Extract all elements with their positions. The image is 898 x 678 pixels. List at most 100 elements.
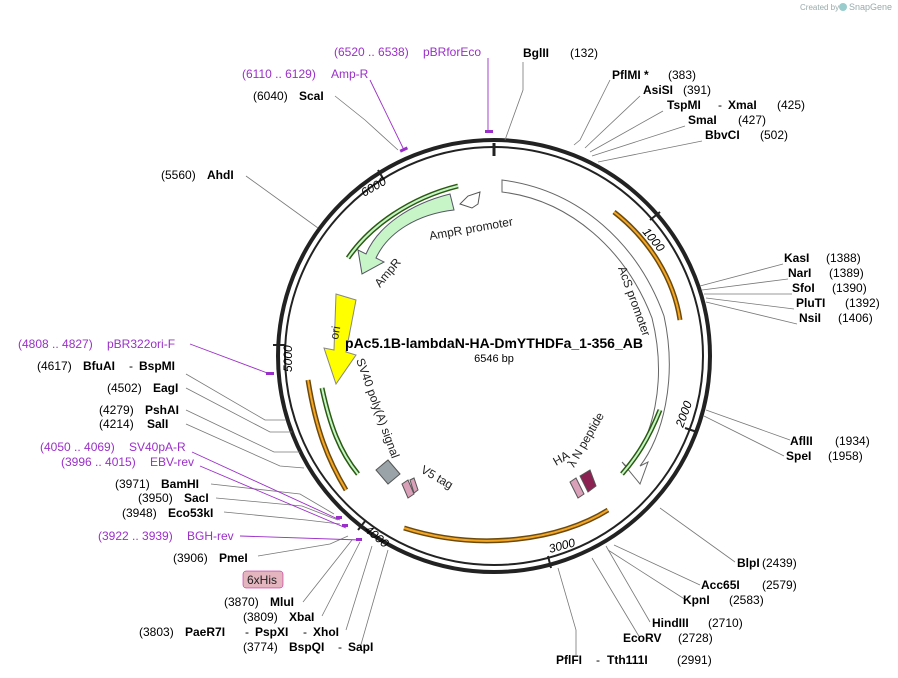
site-bamhi[interactable]: (3971) BamHI	[115, 477, 199, 491]
svg-text:SV40pA-R: SV40pA-R	[129, 440, 186, 454]
his6-label: 6xHis	[247, 573, 277, 587]
site-asisi[interactable]: AsiSI (391)	[643, 83, 711, 97]
svg-text:BfuAI: BfuAI	[83, 359, 115, 373]
site-smai[interactable]: SmaI (427)	[688, 113, 766, 127]
tick-5000: 5000	[273, 344, 295, 372]
svg-text:(3803): (3803)	[139, 625, 174, 639]
primer-bgh-rev[interactable]: (3922 .. 3939) BGH-rev	[98, 529, 234, 543]
svg-text:NarI: NarI	[788, 266, 811, 280]
svg-text:HindIII: HindIII	[652, 616, 689, 630]
svg-text:(2728): (2728)	[678, 631, 713, 645]
site-pflmi[interactable]: PflMI * (383)	[612, 68, 696, 82]
svg-text:(3971): (3971)	[115, 477, 150, 491]
svg-text:MluI: MluI	[270, 595, 294, 609]
svg-text:(1934): (1934)	[835, 434, 870, 448]
svg-text:(4279): (4279)	[99, 403, 134, 417]
site-pshai[interactable]: (4279) PshAI	[99, 403, 179, 417]
svg-text:BlpI: BlpI	[737, 556, 760, 570]
svg-text:EBV-rev: EBV-rev	[150, 455, 194, 469]
ampr-promoter-arrow	[459, 191, 481, 209]
site-eco53ki[interactable]: (3948) Eco53kI	[122, 506, 213, 520]
site-acc65i[interactable]: Acc65I (2579)	[701, 578, 797, 592]
svg-text:TspMI: TspMI	[667, 98, 701, 112]
svg-text:(6110 .. 6129): (6110 .. 6129)	[242, 67, 316, 81]
svg-text:(1388): (1388)	[826, 251, 861, 265]
site-hindiii[interactable]: HindIII (2710)	[652, 616, 743, 630]
svg-text:pBR322ori-F: pBR322ori-F	[107, 337, 175, 351]
svg-text:PmeI: PmeI	[219, 551, 248, 565]
lambda-n-block	[579, 469, 597, 493]
svg-text:5000: 5000	[281, 345, 295, 372]
site-scai[interactable]: (6040) ScaI	[253, 89, 324, 103]
site-paer7i-pspxi-xhoi[interactable]: (3803) PaeR7I - PspXI - XhoI	[139, 625, 339, 639]
plasmid-size: 6546 bp	[474, 353, 514, 365]
v5-tag-block	[401, 479, 415, 499]
site-ahdi[interactable]: (5560) AhdI	[161, 168, 234, 182]
svg-text:SalI: SalI	[147, 417, 168, 431]
svg-text:BamHI: BamHI	[161, 477, 199, 491]
site-bspqi-sapi[interactable]: (3774) BspQI - SapI	[243, 640, 373, 654]
svg-text:(6520 .. 6538): (6520 .. 6538)	[334, 45, 409, 59]
svg-text:SpeI: SpeI	[786, 449, 811, 463]
site-saci[interactable]: (3950) SacI	[138, 491, 209, 505]
svg-text:(4502): (4502)	[107, 381, 142, 395]
svg-text:-: -	[596, 653, 600, 667]
site-aflii[interactable]: AflII (1934)	[790, 434, 870, 448]
svg-text:BglII: BglII	[523, 46, 549, 60]
site-tspmi-xmai[interactable]: TspMI - XmaI (425)	[667, 98, 805, 112]
site-sfoi[interactable]: SfoI (1390)	[792, 281, 867, 295]
ori-arrow	[323, 293, 357, 386]
svg-text:(5560): (5560)	[161, 168, 196, 182]
site-nsii[interactable]: NsiI (1406)	[799, 311, 873, 325]
svg-text:(1406): (1406)	[838, 311, 873, 325]
svg-text:Eco53kI: Eco53kI	[168, 506, 213, 520]
site-blpi[interactable]: BlpI (2439)	[737, 556, 797, 570]
svg-text:(1390): (1390)	[832, 281, 867, 295]
svg-text:(3809): (3809)	[243, 610, 278, 624]
svg-text:SapI: SapI	[348, 640, 373, 654]
primer-pbr322ori-f[interactable]: (4808 .. 4827) pBR322ori-F	[18, 337, 175, 351]
site-bglii[interactable]: BglII (132)	[523, 46, 598, 60]
svg-text:AhdI: AhdI	[207, 168, 234, 182]
plasmid-name: pAc5.1B-lambdaN-HA-DmYTHDFa_1-356_AB	[345, 335, 643, 351]
site-kpni[interactable]: KpnI (2583)	[683, 593, 764, 607]
site-pluti[interactable]: PluTI (1392)	[796, 296, 880, 310]
svg-text:BspMI: BspMI	[139, 359, 175, 373]
site-bfuai-bspmi[interactable]: (4617) BfuAI - BspMI	[37, 359, 175, 373]
svg-text:BGH-rev: BGH-rev	[187, 529, 234, 543]
svg-text:PflFI: PflFI	[556, 653, 582, 667]
site-xbai[interactable]: (3809) XbaI	[243, 610, 314, 624]
primer-markers	[266, 130, 493, 541]
site-eagi[interactable]: (4502) EagI	[107, 381, 178, 395]
svg-text:3000: 3000	[547, 535, 577, 556]
site-ecorv[interactable]: EcoRV (2728)	[623, 631, 713, 645]
tick-2000: 2000	[672, 399, 698, 433]
primer-sv40pa-r[interactable]: (4050 .. 4069) SV40pA-R	[40, 440, 186, 454]
primer-pbrforeco[interactable]: (6520 .. 6538) pBRforEco	[334, 45, 481, 59]
site-kasi[interactable]: KasI (1388)	[784, 251, 861, 265]
svg-text:(2583): (2583)	[729, 593, 764, 607]
svg-text:XbaI: XbaI	[289, 610, 314, 624]
svg-text:-: -	[245, 625, 249, 639]
site-leaders	[185, 62, 798, 655]
label-v5: V5 tag	[419, 462, 456, 491]
site-pflfi-tth111i[interactable]: PflFI - Tth111I (2991)	[556, 653, 712, 667]
svg-text:-: -	[303, 625, 307, 639]
svg-text:EcoRV: EcoRV	[623, 631, 661, 645]
svg-text:AflII: AflII	[790, 434, 813, 448]
sv40-polya-block	[375, 459, 401, 485]
site-mlui[interactable]: (3870) MluI	[224, 595, 294, 609]
site-pmei[interactable]: (3906) PmeI	[173, 551, 248, 565]
primer-amp-r[interactable]: (6110 .. 6129) Amp-R	[242, 67, 369, 81]
site-nari[interactable]: NarI (1389)	[788, 266, 864, 280]
site-sali[interactable]: (4214) SalI	[99, 417, 168, 431]
svg-text:(383): (383)	[668, 68, 696, 82]
svg-text:KpnI: KpnI	[683, 593, 710, 607]
label-sv40: SV40 poly(A) signal	[353, 356, 402, 460]
site-bbvci[interactable]: BbvCI (502)	[705, 128, 788, 142]
svg-text:(132): (132)	[570, 46, 598, 60]
site-spei[interactable]: SpeI (1958)	[786, 449, 863, 463]
svg-text:PspXI: PspXI	[255, 625, 288, 639]
svg-text:(1392): (1392)	[845, 296, 880, 310]
primer-ebv-rev[interactable]: (3996 .. 4015) EBV-rev	[61, 455, 194, 469]
